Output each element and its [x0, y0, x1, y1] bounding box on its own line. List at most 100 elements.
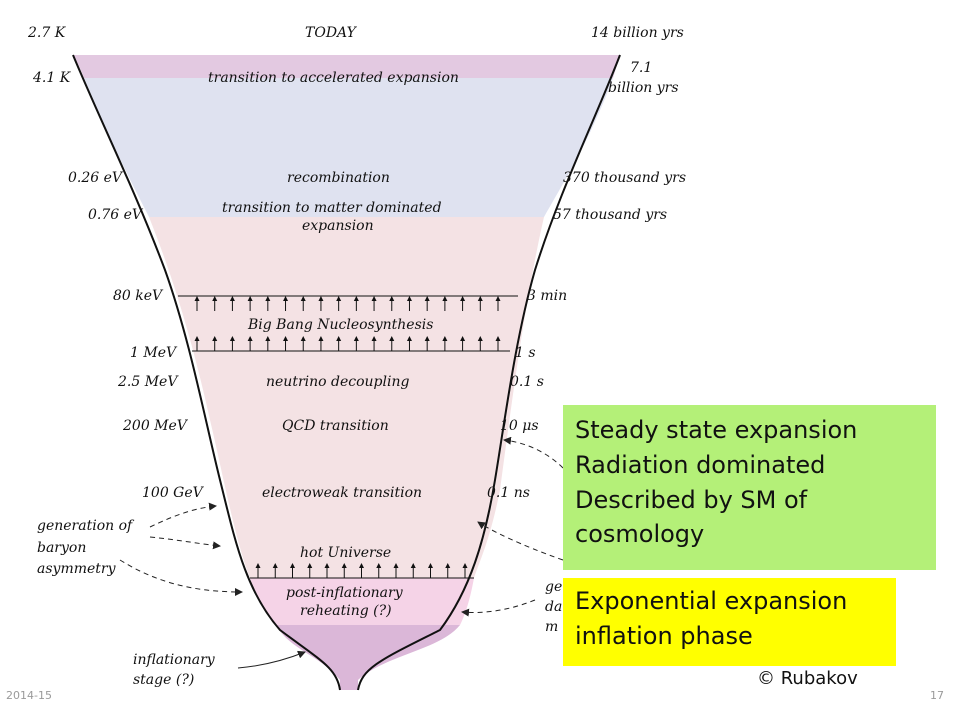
- bbn-upper-arrow: [229, 296, 235, 311]
- hot-universe-arrow: [290, 563, 295, 578]
- reheating-band: [250, 578, 474, 625]
- dark-arrow-to-qcd: [503, 436, 564, 469]
- label-57-thousand: 57 thousand yrs: [553, 207, 667, 223]
- label-0-76ev: 0.76 eV: [88, 207, 144, 223]
- label-bbn: Big Bang Nucleosynthesis: [247, 317, 433, 333]
- note-dark-1: ge: [545, 579, 562, 595]
- note-dark-2: da: [545, 599, 562, 615]
- label-100gev: 100 GeV: [142, 485, 205, 501]
- bbn-lower-arrow: [300, 336, 306, 351]
- funnel-left-edge: [72, 54, 341, 691]
- label-200mev: 200 MeV: [122, 418, 189, 434]
- hot-universe-arrow: [255, 563, 261, 578]
- label-0-1-ns: 0.1 ns: [487, 485, 530, 501]
- hot-universe-arrow: [307, 563, 313, 578]
- baryon-arrow-to-electroweak: [149, 502, 217, 528]
- bbn-upper-arrow: [353, 296, 359, 311]
- label-hot-universe: hot Universe: [300, 545, 391, 561]
- label-14-billion: 14 billion yrs: [591, 25, 684, 41]
- hot-universe-arrow: [393, 563, 399, 578]
- bbn-upper-arrow: [283, 296, 289, 311]
- hot-universe-arrow: [376, 563, 382, 578]
- label-matter-dominated-2: expansion: [302, 218, 374, 234]
- label-0-1-s: 0.1 s: [510, 374, 544, 390]
- label-1mev: 1 MeV: [130, 345, 178, 361]
- inflation-note: Exponential expansion inflation phase: [563, 578, 896, 666]
- bbn-upper-arrow: [318, 296, 324, 311]
- steady-state-line-1: Steady state expansion: [575, 416, 858, 444]
- inflation-note-line-1: Exponential expansion: [575, 587, 848, 615]
- steady-state-line-4: cosmology: [575, 520, 705, 549]
- bbn-lower-arrow: [353, 336, 359, 351]
- bbn-lower-arrow: [336, 336, 342, 351]
- steady-state-line-2: Radiation dominated: [575, 450, 826, 479]
- page-number: 17: [930, 689, 944, 702]
- note-baryon-3: asymmetry: [37, 561, 117, 577]
- bbn-upper-arrow: [194, 296, 200, 311]
- label-0-26ev: 0.26 eV: [68, 170, 124, 186]
- dark-arrow-to-electroweak: [477, 521, 564, 561]
- bbn-lower-arrow: [371, 336, 377, 351]
- inflation-note-line-2: inflation phase: [575, 621, 753, 650]
- label-2-7k: 2.7 K: [27, 25, 67, 41]
- note-dark-3: m: [545, 619, 558, 635]
- inflation-bulb: [276, 625, 460, 690]
- label-billion-yrs: billion yrs: [608, 80, 679, 96]
- hot-universe-arrow: [462, 563, 468, 578]
- steady-state-line-3: Described by SM of: [575, 485, 808, 514]
- bbn-lower-arrow: [212, 336, 218, 351]
- bbn-upper-arrow: [389, 296, 395, 311]
- inflation-arrow: [237, 650, 306, 669]
- note-baryon-2: baryon: [37, 540, 86, 556]
- bbn-upper-arrow: [424, 296, 430, 311]
- bbn-upper-arrow: [406, 296, 412, 311]
- steady-state-note: Steady state expansion Radiation dominat…: [563, 405, 936, 570]
- radiation-matter-region: [149, 217, 544, 578]
- hot-universe-arrow: [410, 563, 416, 578]
- note-inflation-1: inflationary: [133, 652, 216, 668]
- bbn-lower-arrow: [318, 336, 324, 351]
- label-7-1: 7.1: [630, 60, 652, 76]
- bbn-lower-arrow: [477, 336, 483, 351]
- bbn-upper-arrow: [265, 296, 271, 311]
- bbn-lower-arrow: [460, 336, 466, 351]
- label-post-inflationary: post-inflationary: [286, 585, 404, 601]
- bbn-lower-arrow: [194, 336, 200, 351]
- bbn-lower-arrow: [247, 336, 253, 351]
- bbn-upper-arrows: [194, 296, 501, 311]
- bbn-lower-arrow: [424, 336, 430, 351]
- baryon-arrow-to-reheating: [119, 559, 243, 596]
- label-3-min: 3 min: [527, 288, 567, 304]
- bbn-upper-arrow: [336, 296, 342, 311]
- label-370-thousand: 370 thousand yrs: [563, 170, 686, 186]
- label-reheating: reheating (?): [300, 603, 392, 619]
- baryon-arrow-to-hot-universe: [149, 536, 221, 550]
- hot-universe-arrow: [359, 563, 364, 578]
- label-1-s: 1 s: [515, 345, 536, 361]
- hot-universe-arrow: [324, 563, 330, 578]
- credit-text: © Rubakov: [757, 668, 858, 689]
- bbn-upper-arrow: [442, 296, 448, 311]
- hot-universe-arrow: [272, 563, 278, 578]
- label-10-us: 10 μs: [500, 418, 539, 434]
- note-inflation-2: stage (?): [133, 672, 194, 688]
- hot-universe-arrow: [428, 563, 433, 578]
- bbn-lower-arrow: [265, 336, 271, 351]
- bbn-upper-arrow: [247, 296, 253, 311]
- footer-date: 2014-15: [6, 689, 52, 702]
- bbn-upper-arrow: [477, 296, 483, 311]
- dark-arrow-to-reheating: [461, 599, 536, 617]
- funnel-right-edge: [357, 54, 621, 691]
- label-accelerated-expansion: transition to accelerated expansion: [208, 70, 459, 86]
- bbn-lower-arrow: [406, 336, 412, 351]
- label-80kev: 80 keV: [113, 288, 164, 304]
- label-2-5mev: 2.5 MeV: [117, 374, 179, 390]
- hot-universe-arrows: [255, 563, 468, 578]
- bbn-lower-arrow: [495, 336, 501, 351]
- bbn-upper-arrow: [300, 296, 306, 311]
- bbn-lower-arrow: [389, 336, 395, 351]
- label-neutrino-decoupling: neutrino decoupling: [266, 374, 409, 390]
- hot-universe-arrow: [341, 563, 347, 578]
- note-baryon-1: generation of: [37, 518, 135, 534]
